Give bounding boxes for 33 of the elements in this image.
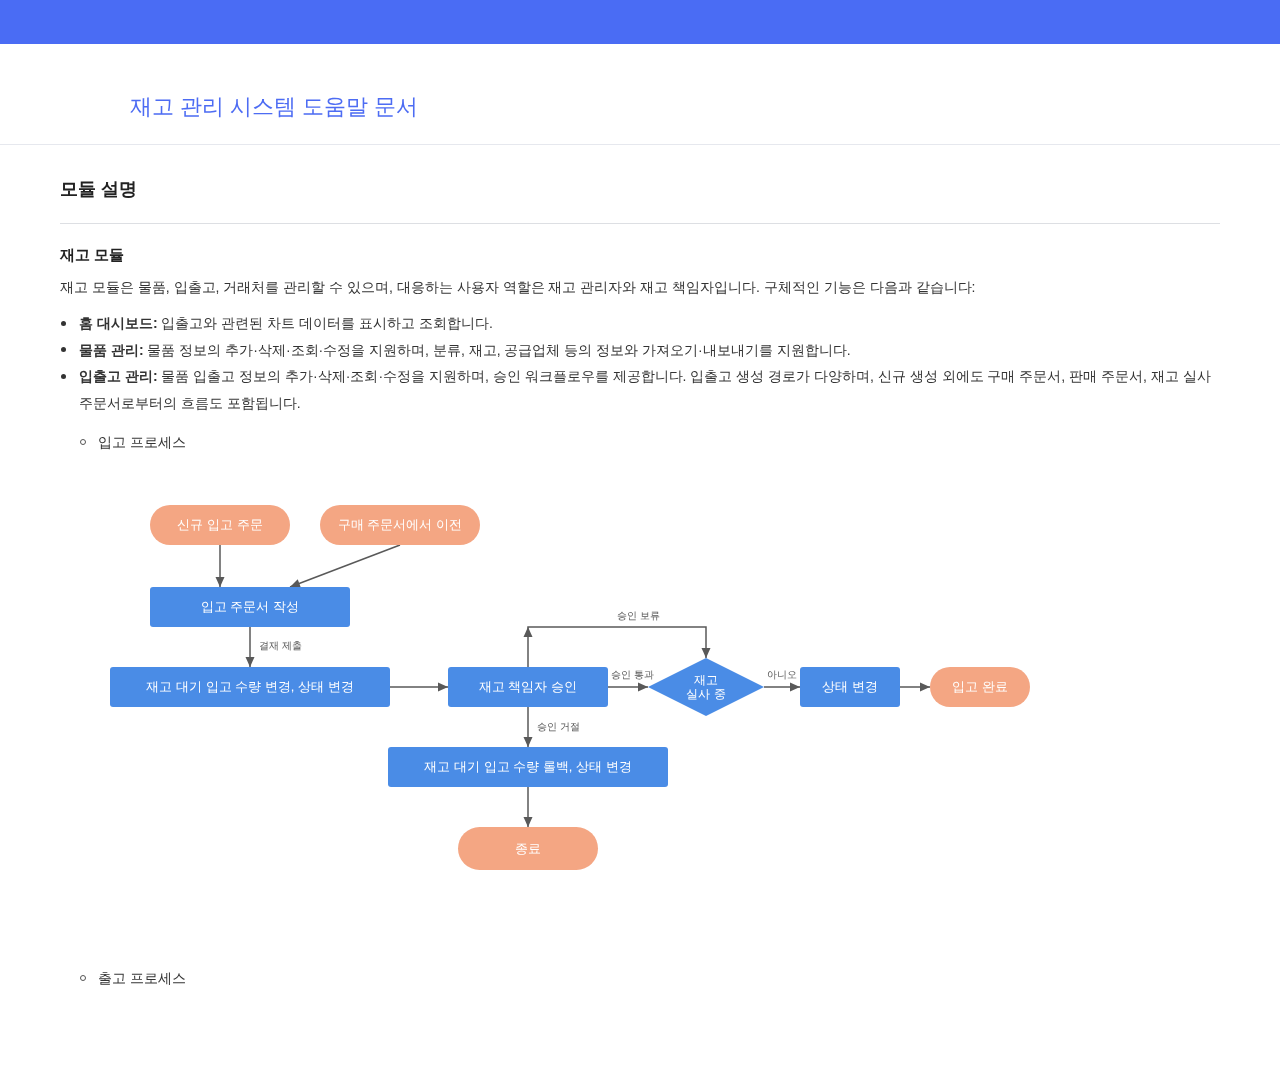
edge-label: 승인 거절 <box>536 721 581 733</box>
arrow <box>763 682 801 692</box>
edge-label: 결재 제출 <box>258 640 303 652</box>
arrow <box>607 682 649 692</box>
arrow <box>245 626 255 668</box>
section-heading: 모듈 설명 <box>60 178 137 201</box>
arrow <box>389 682 449 692</box>
page-title: 재고 관리 시스템 도움말 문서 <box>130 93 419 121</box>
process-box: 재고 책임자 승인 <box>448 667 608 707</box>
list-item: 입출고 관리: 물품 입출고 정보의 추가·삭제·조회·수정을 지원하며, 승인 워크플로우를 제공합니다. 입출고 생성 경로가 다양하며, 신규 생성 외에도 구매 주문서, 판매 주문서, 재고 실사 주문서로부터의 흐름도 포함됩니다. <box>79 367 1212 413</box>
process-box: 재고 대기 입고 수량 롤백, 상태 변경 <box>388 747 668 787</box>
subsection-heading: 재고 모듈 <box>60 245 125 265</box>
arrow <box>523 626 711 668</box>
arrow <box>523 786 533 828</box>
edge-label: 승인 보류 <box>616 610 661 622</box>
arrow <box>523 706 533 748</box>
process-box: 재고 대기 입고 수량 변경, 상태 변경 <box>110 667 390 707</box>
terminal-node: 입고 완료 <box>930 667 1030 707</box>
terminal-node: 신규 입고 주문 <box>150 505 290 545</box>
list-item: 입고 프로세스 <box>98 433 186 452</box>
process-box: 입고 주문서 작성 <box>150 587 350 627</box>
list-item: 홈 대시보드: 입출고와 관련된 차트 데이터를 표시하고 조회합니다. <box>79 314 493 333</box>
process-box: 상태 변경 <box>800 667 900 707</box>
terminal-node: 종료 <box>458 827 598 870</box>
terminal-node: 구매 주문서에서 이전 <box>320 505 480 545</box>
arrow <box>899 682 931 692</box>
list-item: 물품 관리: 물품 정보의 추가·삭제·조회·수정을 지원하며, 분류, 재고, 공급업체 등의 정보와 가져오기·내보내기를 지원합니다. <box>79 340 851 360</box>
paragraph: 재고 모듈은 물품, 입출고, 거래처를 관리할 수 있으며, 대응하는 사용자 역할은 재고 관리자와 재고 책임자입니다. 구체적인 기능은 다음과 같습니다: <box>60 278 976 297</box>
arrow <box>289 544 401 588</box>
list-item: 출고 프로세스 <box>98 969 186 988</box>
arrow <box>215 544 225 588</box>
edge-label: 아니오 <box>766 669 798 681</box>
edge-label: 승인 통과 <box>610 669 655 681</box>
